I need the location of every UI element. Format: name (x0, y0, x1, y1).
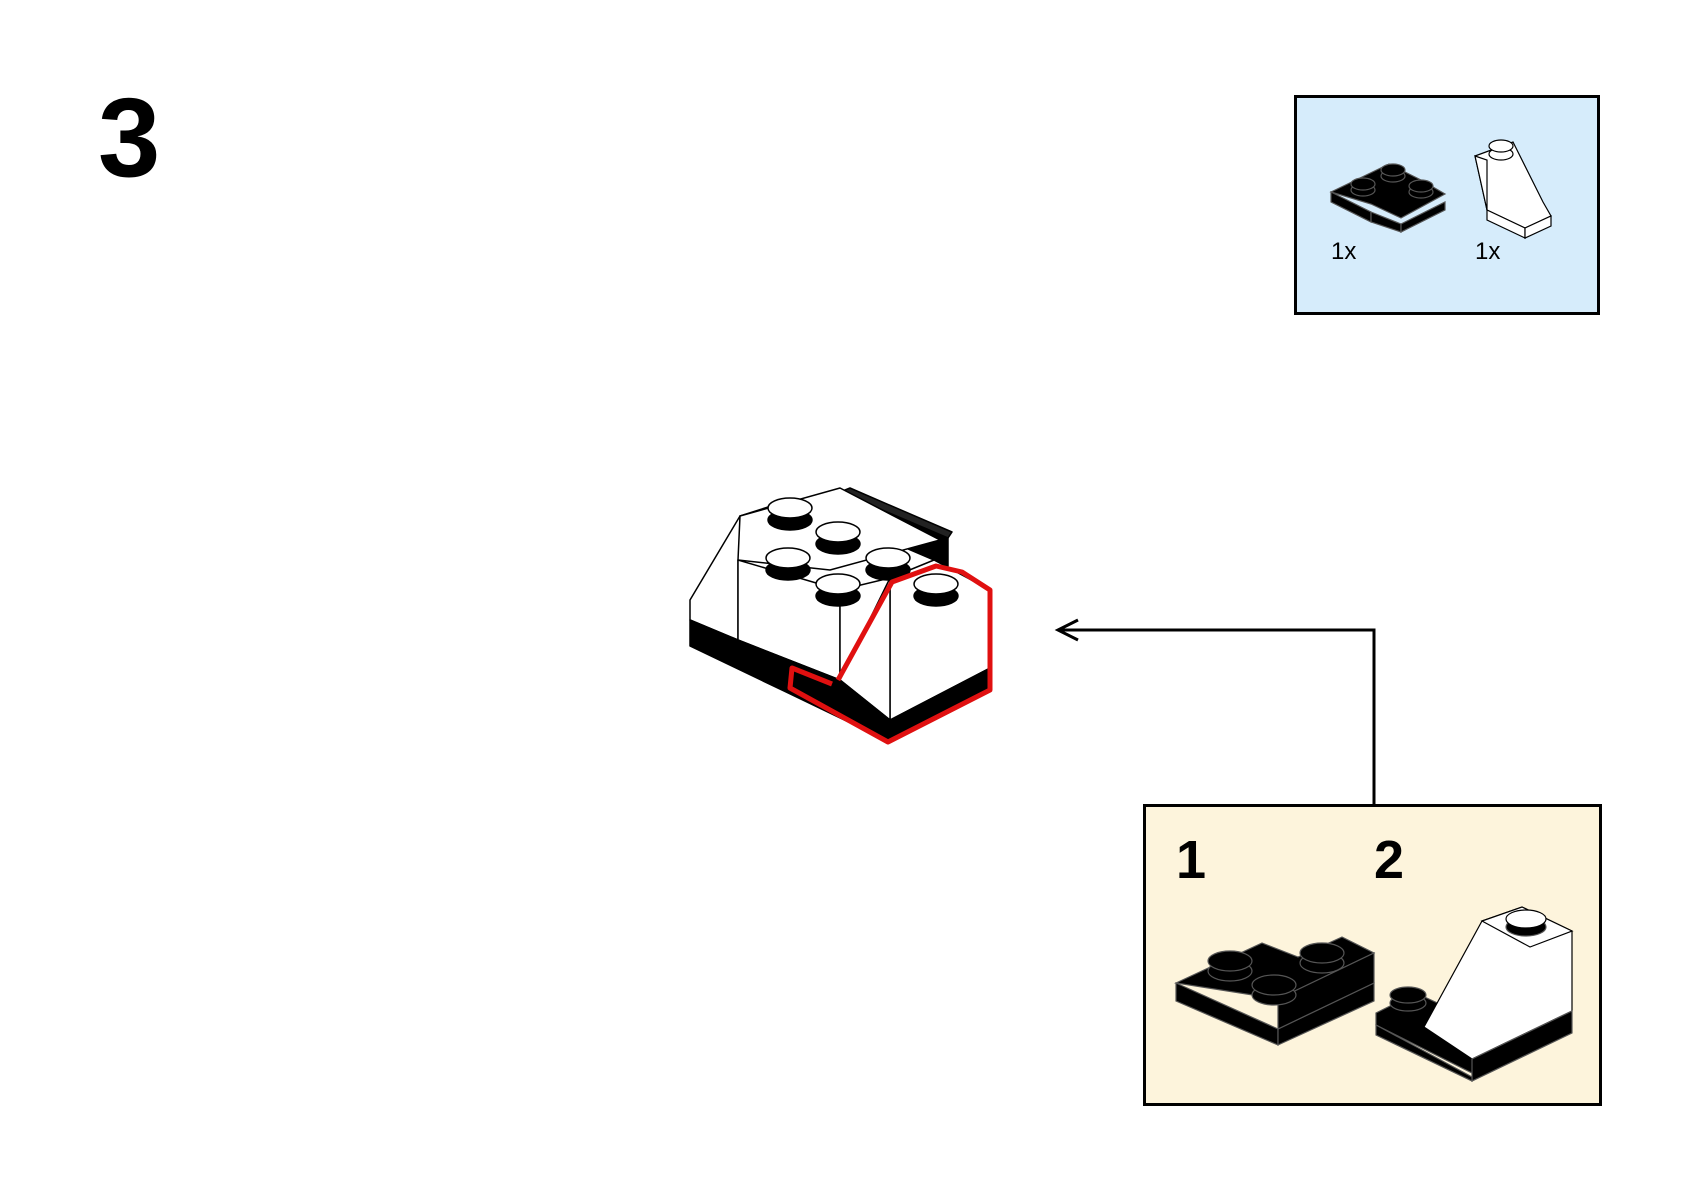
parts-list-box: 1x 1x (1294, 95, 1600, 315)
step-number: 3 (98, 75, 161, 200)
substep-2-assembly (1375, 906, 1574, 1082)
white-slope-icon (1474, 139, 1552, 239)
callout-arrow (1054, 618, 1376, 804)
new-part-highlight (787, 563, 993, 745)
parts-illustrations (1329, 139, 1552, 239)
part-quantity-1: 1x (1331, 238, 1357, 265)
subassembly-illustrations (1173, 906, 1574, 1082)
substep-number-2: 2 (1374, 830, 1405, 890)
part-quantity-2: 1x (1475, 238, 1501, 265)
substep-number-1: 1 (1176, 830, 1207, 890)
black-l-plate-icon (1329, 163, 1447, 233)
subassembly-box: 1 2 (1143, 804, 1602, 1106)
substep-1-plate (1173, 936, 1376, 1046)
model-assembly (689, 487, 991, 743)
model-studs (765, 497, 959, 607)
